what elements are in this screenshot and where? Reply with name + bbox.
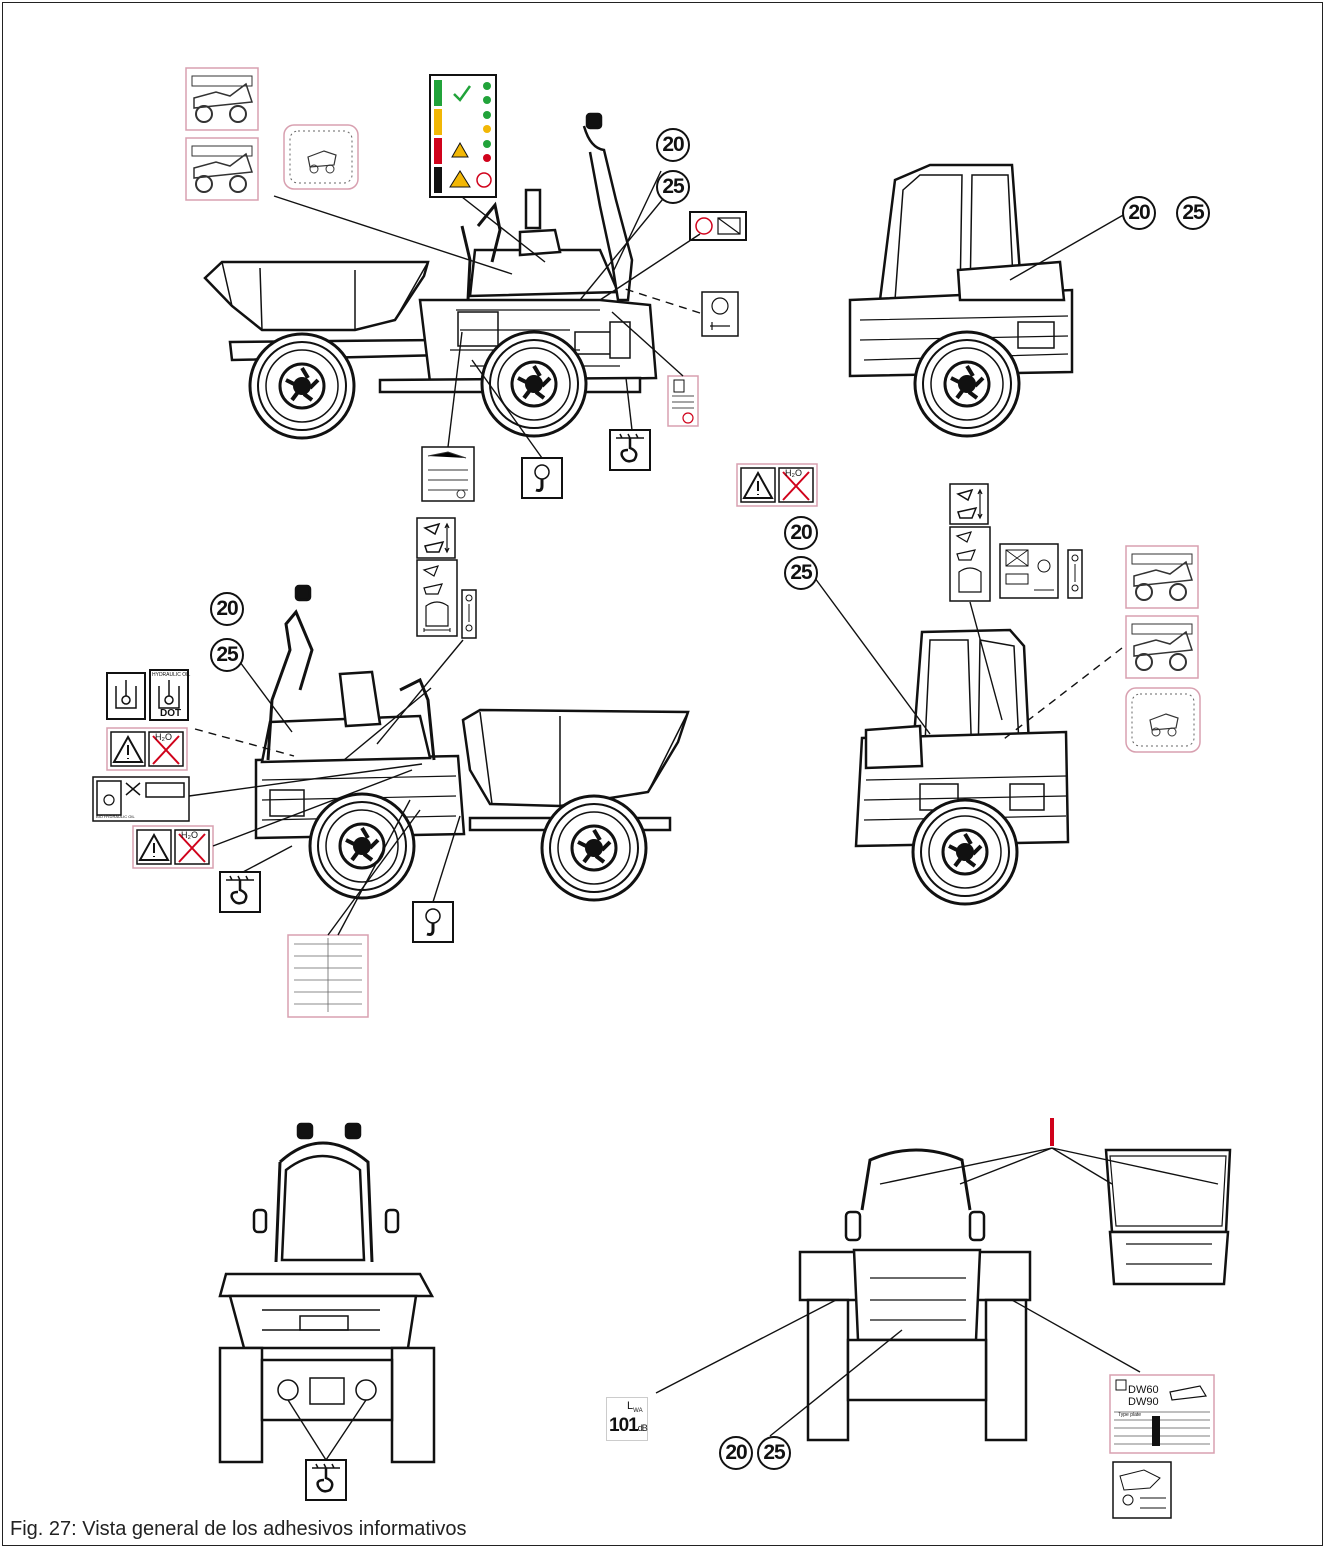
battery-decal [689, 211, 747, 241]
water-symbol-label: H₂O [155, 732, 172, 742]
dumper-rear-view [798, 1148, 1032, 1442]
dump-control-decal-2 [949, 526, 991, 602]
bio-oil-decal [92, 776, 190, 822]
callout-20-middle-left: 20 [210, 592, 244, 626]
hook-decal-2 [411, 900, 455, 944]
noise-level-decal [606, 1397, 648, 1441]
machine-decal-3 [1125, 545, 1199, 609]
bio-oil-label: BIO HYDRAULIC OIL [96, 814, 135, 819]
callout-20-top-right: 20 [1122, 196, 1156, 230]
callout-25-middle-left: 25 [210, 638, 244, 672]
info-sheet-decal-1 [421, 446, 475, 502]
controls-decal [999, 543, 1059, 599]
callout-25-top-left: 25 [656, 170, 690, 204]
maintenance-chart-decal [287, 934, 369, 1018]
strap-decal-2 [218, 870, 262, 914]
noise-unit: dB [637, 1423, 648, 1433]
callout-25-bottom-right: 25 [757, 1436, 791, 1470]
status-panel-decal [429, 74, 497, 198]
hook-decal-1 [520, 456, 564, 500]
type-plate [1114, 1379, 1210, 1446]
dump-decal-1 [416, 517, 456, 559]
dumper-rear-cab-view [1104, 1148, 1232, 1286]
dotsheet-decal-1 [283, 124, 359, 190]
lock-decal-2 [1067, 549, 1083, 599]
wheel-front-left [248, 332, 356, 440]
leader-lines-middle-right [808, 569, 1123, 743]
model-label-2: DW90 [1128, 1396, 1159, 1408]
dot-label: DOT [160, 708, 182, 719]
dumper-front-view [218, 1122, 436, 1464]
water-symbol-label-3: H₂O [785, 468, 802, 478]
warning-water-decal-3 [736, 463, 818, 507]
wheel-cab-left [911, 798, 1019, 906]
warning-water-decal-1 [106, 727, 188, 771]
hydraulic-oil-decals [106, 669, 189, 721]
wheel-cab-right [913, 330, 1021, 438]
type-plate-decal [1109, 1374, 1215, 1454]
callout-25-top-right: 25 [1176, 196, 1210, 230]
lift-point-decal [1112, 1461, 1172, 1519]
figure-caption: Fig. 27: Vista general de los adhesivos … [10, 1518, 467, 1540]
callout-20-top-left: 20 [656, 128, 690, 162]
type-plate-header: Type plate [1118, 1412, 1142, 1418]
noise-value: 101dB [609, 1415, 648, 1437]
leader-lines-top-left [273, 170, 701, 459]
callout-25-middle-right: 25 [784, 556, 818, 590]
strap-decal-1 [608, 428, 652, 472]
strap-decal-3 [304, 1458, 348, 1502]
machine-decal-4 [1125, 615, 1199, 679]
wheel-rear-right [540, 794, 648, 902]
red-marker-line [1050, 1118, 1054, 1146]
fuel-decal [667, 375, 699, 427]
machine-decal-2 [185, 137, 259, 201]
dump-control-decal [416, 559, 458, 637]
callout-20-middle-right: 20 [784, 516, 818, 550]
dump-decal-2 [949, 483, 989, 525]
wheel-front-right [308, 792, 416, 900]
wheel-rear-left [480, 330, 588, 438]
dumper-cab-view-left [854, 628, 1070, 848]
warning-water-decal-2 [132, 825, 214, 869]
water-symbol-label-2: H₂O [181, 830, 198, 840]
machine-decal-1 [185, 67, 259, 131]
hydraulic-oil-label: HYDRAULIC OIL [152, 672, 191, 678]
model-label-1: DW60 [1128, 1384, 1159, 1396]
callout-20-bottom-right: 20 [719, 1436, 753, 1470]
noise-label-sub: WA [633, 1408, 643, 1415]
seatbelt-decal [701, 291, 739, 337]
leader-lines-bottom-right [655, 1147, 1219, 1437]
lock-decal-1 [461, 589, 477, 639]
leader-lines-top-right [1009, 213, 1126, 281]
noise-value-number: 101 [609, 1415, 639, 1436]
noise-label: LWA [627, 1400, 643, 1414]
dotsheet-decal-2 [1125, 687, 1201, 753]
noise-label-l: L [627, 1400, 634, 1412]
leader-lines-bottom-left [287, 1399, 367, 1461]
leader-lines-middle-left [188, 639, 464, 936]
